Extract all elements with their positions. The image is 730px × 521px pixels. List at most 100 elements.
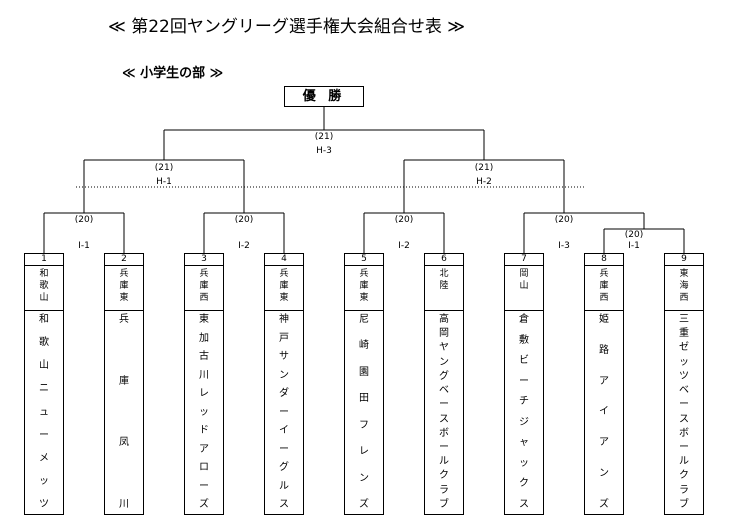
team-name-char: 岡 [439,328,449,340]
team-name-char: ク [519,478,529,490]
q4-innings: (20) [554,215,574,225]
team-name-char: ー [679,399,689,411]
team-number: 2 [105,254,143,266]
r1-innings: (20) [624,230,644,240]
team-name-char: ン [359,472,369,484]
team-name-char: ッ [519,457,529,469]
team-name: 尼崎園田フレンズ [345,311,383,514]
team-name-char: ボ [679,427,689,439]
q4-code: I-3 [558,241,570,251]
semi-left-code: H-1 [156,177,172,187]
team-name: 和歌山ニューメッツ [25,311,63,514]
team-name-char: ー [439,441,449,453]
team-name-char: ズ [359,498,369,510]
prefecture-char: 西 [599,293,609,303]
team-name-char: ュ [39,406,49,418]
semi-right-innings: (21) [474,163,494,173]
team-number: 5 [345,254,383,266]
team-name-char: 加 [199,332,209,344]
page-title: ≪ 第22回ヤングリーグ選手権大会組合せ表 ≫ [108,17,466,37]
team-name-char: 川 [199,369,209,381]
team-number: 7 [505,254,543,266]
team-name-char: 敷 [519,334,529,346]
team-name: 姫路アイアンズ [585,311,623,514]
prefecture-char: 兵 [279,269,289,279]
team-name-char: ー [679,441,689,453]
semi-right-code: H-2 [476,177,492,187]
team-prefecture: 岡山 [505,266,543,311]
team-name-char: 東 [199,314,209,325]
prefecture-char: 庫 [119,281,129,291]
team-name-char: ア [599,437,609,449]
prefecture-char: 兵 [599,269,609,279]
team-name: 高岡ヤングベースボールクラブ [425,311,463,514]
team-name-char: ラ [679,484,689,496]
team-name-char: グ [279,462,289,473]
team-number: 4 [265,254,303,266]
team-number: 9 [665,254,703,266]
team-name-char: ジ [519,416,529,428]
team-prefecture: 兵庫西 [585,266,623,311]
team-name-char: ア [199,443,209,455]
team-name-char: イ [599,406,609,418]
prefecture-char: 東 [279,293,289,303]
team-name-char: ー [519,375,529,387]
team-name-char: 崎 [359,340,369,352]
prefecture-char: 庫 [359,281,369,291]
team-prefecture: 和歌山 [25,266,63,311]
team-name-char: ー [279,443,289,455]
team-name-char: ブ [679,498,689,510]
prefecture-char: 陸 [439,281,449,291]
team-prefecture: 東海西 [665,266,703,311]
prefecture-char: 西 [679,293,689,303]
team-prefecture: 兵庫東 [345,266,383,311]
team-name-char: ン [439,356,449,368]
team-name-char: 歌 [39,337,49,349]
team-name-char: ー [199,480,209,492]
prefecture-char: 西 [199,293,209,303]
r1-code: I-1 [628,241,640,251]
prefecture-char: 東 [119,293,129,303]
team-name-char: 田 [359,393,369,405]
team-number: 6 [425,254,463,266]
team-name-char: ゼ [679,342,689,354]
team-name-char: ッ [39,475,49,487]
division-title: ≪ 小学生の部 ≫ [122,66,224,81]
prefecture-char: 東 [679,269,689,279]
final-code: H-3 [316,146,332,156]
team-prefecture: 兵庫東 [105,266,143,311]
team-name-char: ル [679,456,689,468]
team-name-char: 園 [359,366,369,378]
team-name-char: 尼 [359,314,369,325]
team-name-char: 戸 [279,332,289,344]
q2-innings: (20) [234,215,254,225]
team-name-char: ン [599,468,609,480]
team-name-char: 和 [39,314,49,325]
team-name-char: ッ [679,356,689,368]
team-name-char: ズ [599,498,609,510]
champion-box: 優 勝 [284,86,364,107]
q3-code: I-2 [398,241,410,251]
team-name-char: 路 [599,344,609,356]
team-prefecture: 北陸 [425,266,463,311]
prefecture-char: 兵 [359,269,369,279]
team-name-char: ー [439,399,449,411]
prefecture-char: 山 [519,281,529,291]
team-name-char: 三 [679,314,689,325]
team-name-char: フ [359,419,369,431]
prefecture-char: 岡 [519,269,529,279]
prefecture-char: 山 [39,293,49,303]
team-name-char: 姫 [599,314,609,325]
team-name-char: 倉 [519,314,529,325]
team-name-char: ベ [439,385,449,397]
team-prefecture: 兵庫西 [185,266,223,311]
team-name-char: ス [279,499,289,510]
team-name-char: ブ [439,498,449,510]
team-name-char: 古 [199,351,209,362]
team-name-char: ボ [439,427,449,439]
team-name-char: レ [199,388,209,399]
